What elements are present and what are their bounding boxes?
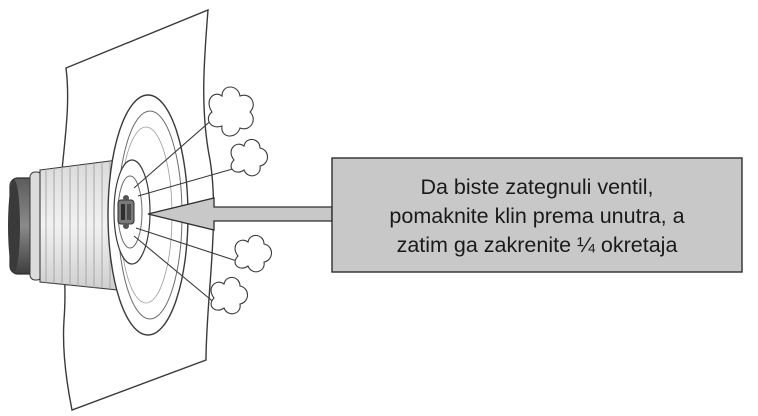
valve-icon — [8, 94, 189, 336]
callout-line-1: Da biste zategnuli ventil, — [420, 175, 653, 199]
valve-thread-body — [39, 159, 119, 291]
callout-box — [331, 157, 743, 273]
air-puff-icon — [133, 86, 273, 315]
valve-pin — [117, 195, 135, 229]
callout-line-3: zatim ga zakrenite ¼ okretaja — [397, 233, 678, 257]
callout-line-2: pomaknite klin prema unutra, a — [389, 204, 684, 228]
callout: Da biste zategnuli ventil, pomaknite kli… — [331, 157, 743, 273]
